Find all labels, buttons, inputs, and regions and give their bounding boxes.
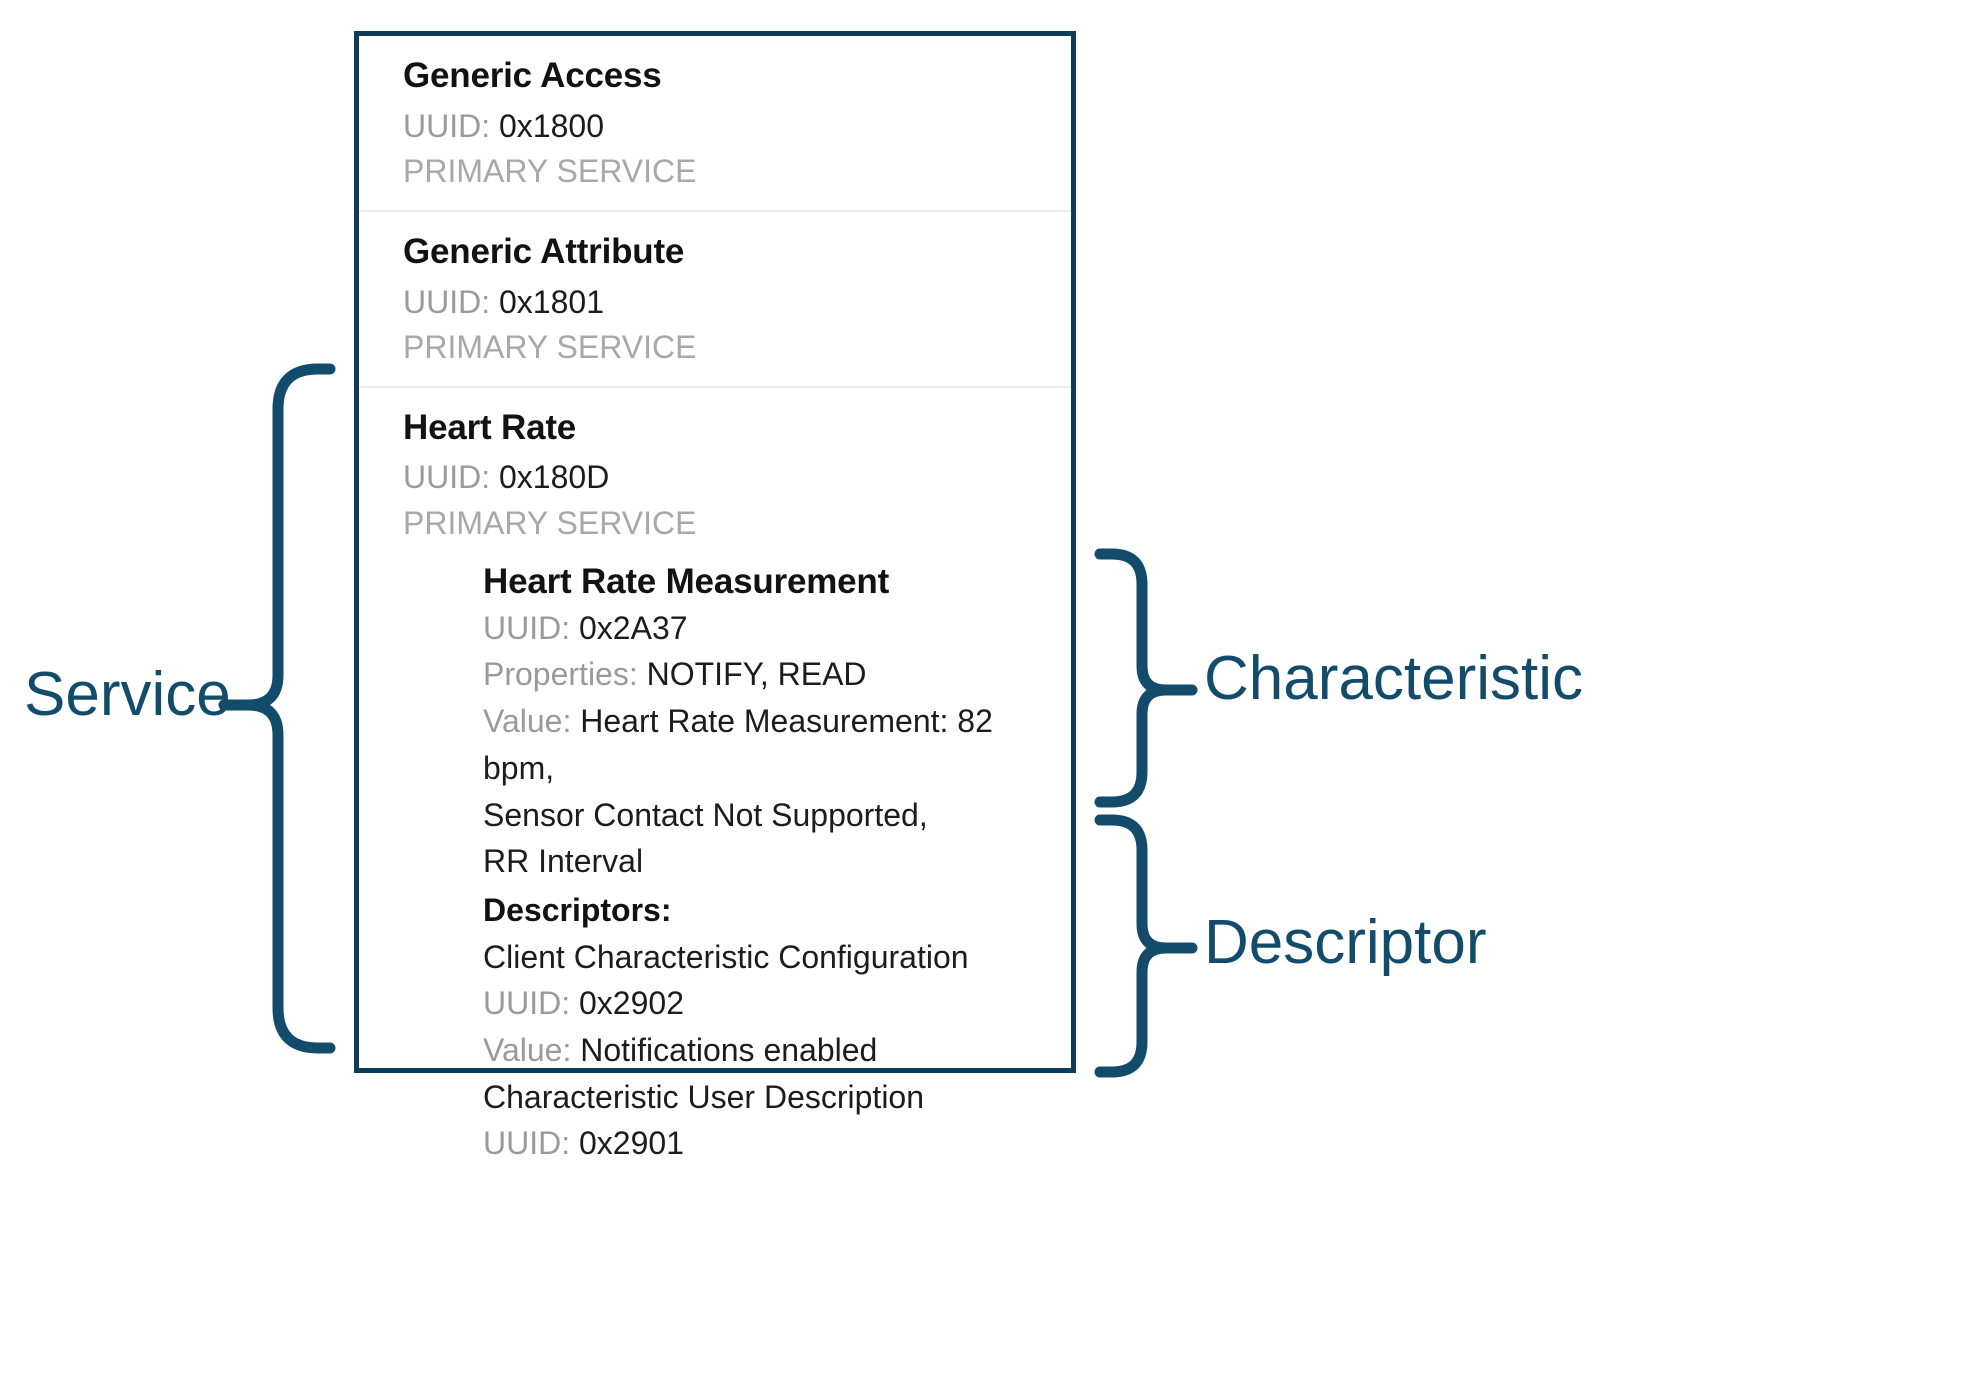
service-uuid-value: 0x180D: [499, 459, 610, 496]
descriptor-brace: [1094, 814, 1172, 1078]
characteristic-properties: Properties: NOTIFY, READ: [483, 651, 1071, 698]
service-uuid: UUID: 0x180D: [403, 455, 1071, 500]
descriptors-heading: Descriptors:: [483, 892, 672, 929]
service-row-heart-rate[interactable]: Heart Rate UUID: 0x180D PRIMARY SERVICE …: [359, 388, 1071, 1184]
service-name: Generic Attribute: [403, 231, 685, 271]
descriptor-item-characteristic-user-description[interactable]: Characteristic User Description UUID: 0x…: [483, 1074, 1071, 1167]
service-brace: [242, 363, 336, 1054]
service-type: PRIMARY SERVICE: [403, 504, 697, 541]
descriptor-value-value: Notifications enabled: [580, 1031, 878, 1068]
descriptor-uuid-value: 0x2901: [579, 1125, 684, 1162]
descriptor-uuid: UUID: 0x2901: [483, 1120, 1071, 1167]
annotation-label-descriptor: Descriptor: [1204, 908, 1487, 977]
descriptor-uuid: UUID: 0x2902: [483, 980, 1071, 1027]
characteristic-uuid-label: UUID:: [483, 609, 571, 646]
service-uuid-value: 0x1800: [499, 107, 604, 144]
characteristic-value-line-2: Sensor Contact Not Supported,: [483, 796, 928, 833]
descriptor-uuid-value: 0x2902: [579, 985, 684, 1022]
service-name: Heart Rate: [403, 407, 577, 447]
service-uuid: UUID: 0x1801: [403, 280, 1071, 325]
service-row-generic-access[interactable]: Generic Access UUID: 0x1800 PRIMARY SERV…: [359, 36, 1071, 212]
characteristic-uuid: UUID: 0x2A37: [483, 605, 1071, 652]
characteristic-value-label: Value:: [483, 703, 572, 740]
service-uuid-value: 0x1801: [499, 283, 604, 320]
descriptor-uuid-label: UUID:: [483, 985, 571, 1022]
service-uuid-label: UUID:: [403, 283, 491, 320]
characteristic-properties-label: Properties:: [483, 656, 638, 693]
characteristic-block[interactable]: Heart Rate Measurement UUID: 0x2A37 Prop…: [403, 545, 1071, 1167]
descriptor-uuid-label: UUID:: [483, 1125, 571, 1162]
characteristic-value-line-1: Heart Rate Measurement: 82 bpm,: [483, 703, 993, 786]
characteristic-name: Heart Rate Measurement: [483, 562, 890, 602]
descriptor-value: Value: Notifications enabled: [483, 1027, 1071, 1074]
annotation-label-characteristic: Characteristic: [1204, 644, 1583, 713]
service-uuid: UUID: 0x1800: [403, 104, 1071, 149]
service-type: PRIMARY SERVICE: [403, 153, 697, 190]
service-uuid-label: UUID:: [403, 107, 491, 144]
service-uuid-label: UUID:: [403, 459, 491, 496]
descriptor-name: Characteristic User Description: [483, 1078, 925, 1115]
service-type: PRIMARY SERVICE: [403, 328, 697, 365]
characteristic-value-line-3: RR Interval: [483, 843, 644, 880]
service-row-generic-attribute[interactable]: Generic Attribute UUID: 0x1801 PRIMARY S…: [359, 212, 1071, 388]
annotation-label-service: Service: [24, 660, 231, 729]
descriptor-value-label: Value:: [483, 1031, 572, 1068]
gatt-attribute-card: Generic Access UUID: 0x1800 PRIMARY SERV…: [354, 31, 1076, 1161]
characteristic-properties-value: NOTIFY, READ: [646, 656, 867, 693]
descriptor-item-client-characteristic-configuration[interactable]: Client Characteristic Configuration UUID…: [483, 934, 1071, 1074]
characteristic-value: Value: Heart Rate Measurement: 82 bpm,: [483, 698, 1071, 791]
characteristic-uuid-value: 0x2A37: [579, 609, 688, 646]
characteristic-brace: [1094, 548, 1172, 808]
service-name: Generic Access: [403, 56, 662, 95]
descriptor-name: Client Characteristic Configuration: [483, 938, 969, 975]
